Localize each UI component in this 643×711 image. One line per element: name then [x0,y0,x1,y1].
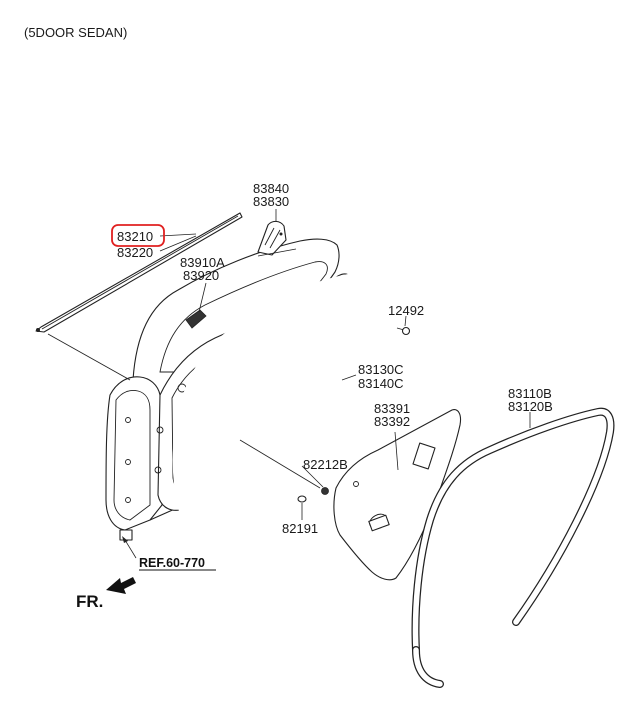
body-weatherstrip [411,407,615,688]
label-12492[interactable]: 12492 [388,303,424,318]
bolt-12492 [396,326,411,336]
direction-label: FR. [76,592,103,611]
delta-cover [257,220,287,256]
leader-lines [47,209,531,520]
variant-title: (5DOOR SEDAN) [24,25,127,40]
label-83920[interactable]: 83920 [183,268,219,283]
reference-callout: REF.60-770 [122,536,216,571]
vapor-barrier [333,409,462,581]
highlight-box-83210 [111,224,165,247]
front-direction-indicator: FR. [76,577,136,611]
label-82212b[interactable]: 82212B [303,457,348,472]
reference-label[interactable]: REF.60-770 [139,556,205,570]
label-83130c[interactable]: 83130C [358,362,404,377]
label-83830[interactable]: 83830 [253,194,289,209]
label-83140c[interactable]: 83140C [358,376,404,391]
direction-arrow-icon [106,577,136,594]
label-83220[interactable]: 83220 [117,245,153,260]
label-83840[interactable]: 83840 [253,181,289,196]
label-83120b[interactable]: 83120B [508,399,553,414]
label-83391[interactable]: 83391 [374,401,410,416]
label-83392[interactable]: 83392 [374,414,410,429]
label-83110b[interactable]: 83110B [508,386,552,401]
part-labels: 83210 83220 83840 83830 83910A 83920 124… [111,181,553,536]
belt-moulding-strip [35,212,243,333]
label-82191[interactable]: 82191 [282,521,318,536]
label-83210[interactable]: 83210 [117,229,153,244]
label-83910a[interactable]: 83910A [180,255,225,270]
sash-clip [185,309,207,329]
door-weatherstrip [172,272,388,522]
bolt-82212b [321,487,329,495]
bolt-82191 [297,495,307,503]
